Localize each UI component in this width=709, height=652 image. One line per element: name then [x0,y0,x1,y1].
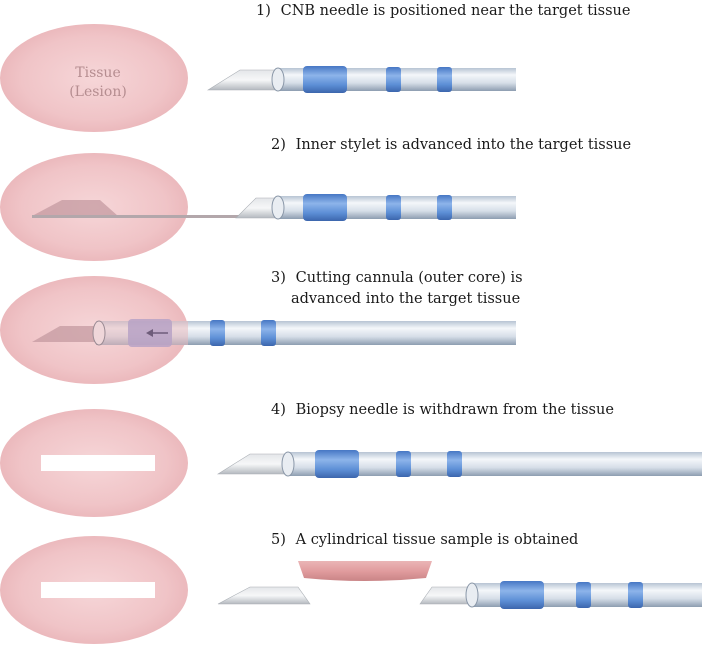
cnb-needle [217,581,702,609]
cnb-needle [216,450,702,478]
step-2-illustration [0,153,516,261]
cannula-rim [271,195,285,220]
step-number: 5) [271,532,286,548]
cannula-band [315,450,359,478]
cannula-band [210,320,225,346]
stylet-bevel-tip [217,586,311,605]
step-3-caption: 3) Cutting cannula (outer core) is advan… [271,268,523,310]
tissue-label-line2: (Lesion) [69,84,127,100]
step-text: Cutting cannula (outer core) is [295,270,523,286]
step-text: CNB needle is positioned near the target… [280,3,631,19]
cannula-band [576,582,591,608]
step-number: 4) [271,402,286,418]
step-4-illustration [0,409,702,517]
cannula-band [386,195,401,220]
step-5-caption: 5) A cylindrical tissue sample is obtain… [271,530,578,551]
tissue-lesion [0,24,188,132]
step-number: 1) [256,3,271,19]
stylet-sample-notch [32,200,118,216]
step-1-illustration: Tissue (Lesion) [0,24,516,132]
cannula-band [447,451,462,477]
cannula-band [500,581,544,609]
cannula-band [386,67,401,92]
step-5-illustration [0,536,702,644]
cannula-band [437,195,452,220]
step-2-caption: 2) Inner stylet is advanced into the tar… [271,135,631,156]
tissue-sample-core [298,561,432,581]
stylet-sample-notch [32,326,100,342]
step-text: Inner stylet is advanced into the target… [295,137,632,153]
tissue-label-line1: Tissue [75,65,121,81]
step-text: A cylindrical tissue sample is obtained [295,532,579,548]
stylet-bevel-tip [206,69,281,91]
step-4-caption: 4) Biopsy needle is withdrawn from the t… [271,400,614,421]
cannula-band [628,582,643,608]
cannula-band [303,66,347,93]
advance-arrow-head [146,329,153,337]
cannula-band [396,451,411,477]
cannula-rim [281,451,295,477]
step-number: 3) [271,270,286,286]
inner-stylet [32,215,242,218]
cannula-rim [465,582,479,608]
cannula-rim [271,67,285,92]
cnb-needle [206,66,516,93]
step-text-continued: advanced into the target tissue [291,291,521,307]
tissue-cavity [41,455,155,471]
cnb-needle [32,319,516,347]
step-text: Biopsy needle is withdrawn from the tiss… [295,402,614,418]
step-1-caption: 1) CNB needle is positioned near the tar… [256,1,630,22]
cnb-needle [32,194,516,221]
tissue-cavity [41,582,155,598]
step-3-illustration [0,276,516,384]
cannula-rim [92,320,106,346]
cannula-band [261,320,276,346]
cannula-band [303,194,347,221]
cannula-band [437,67,452,92]
stylet-bevel-tip [216,453,293,475]
step-number: 2) [271,137,286,153]
